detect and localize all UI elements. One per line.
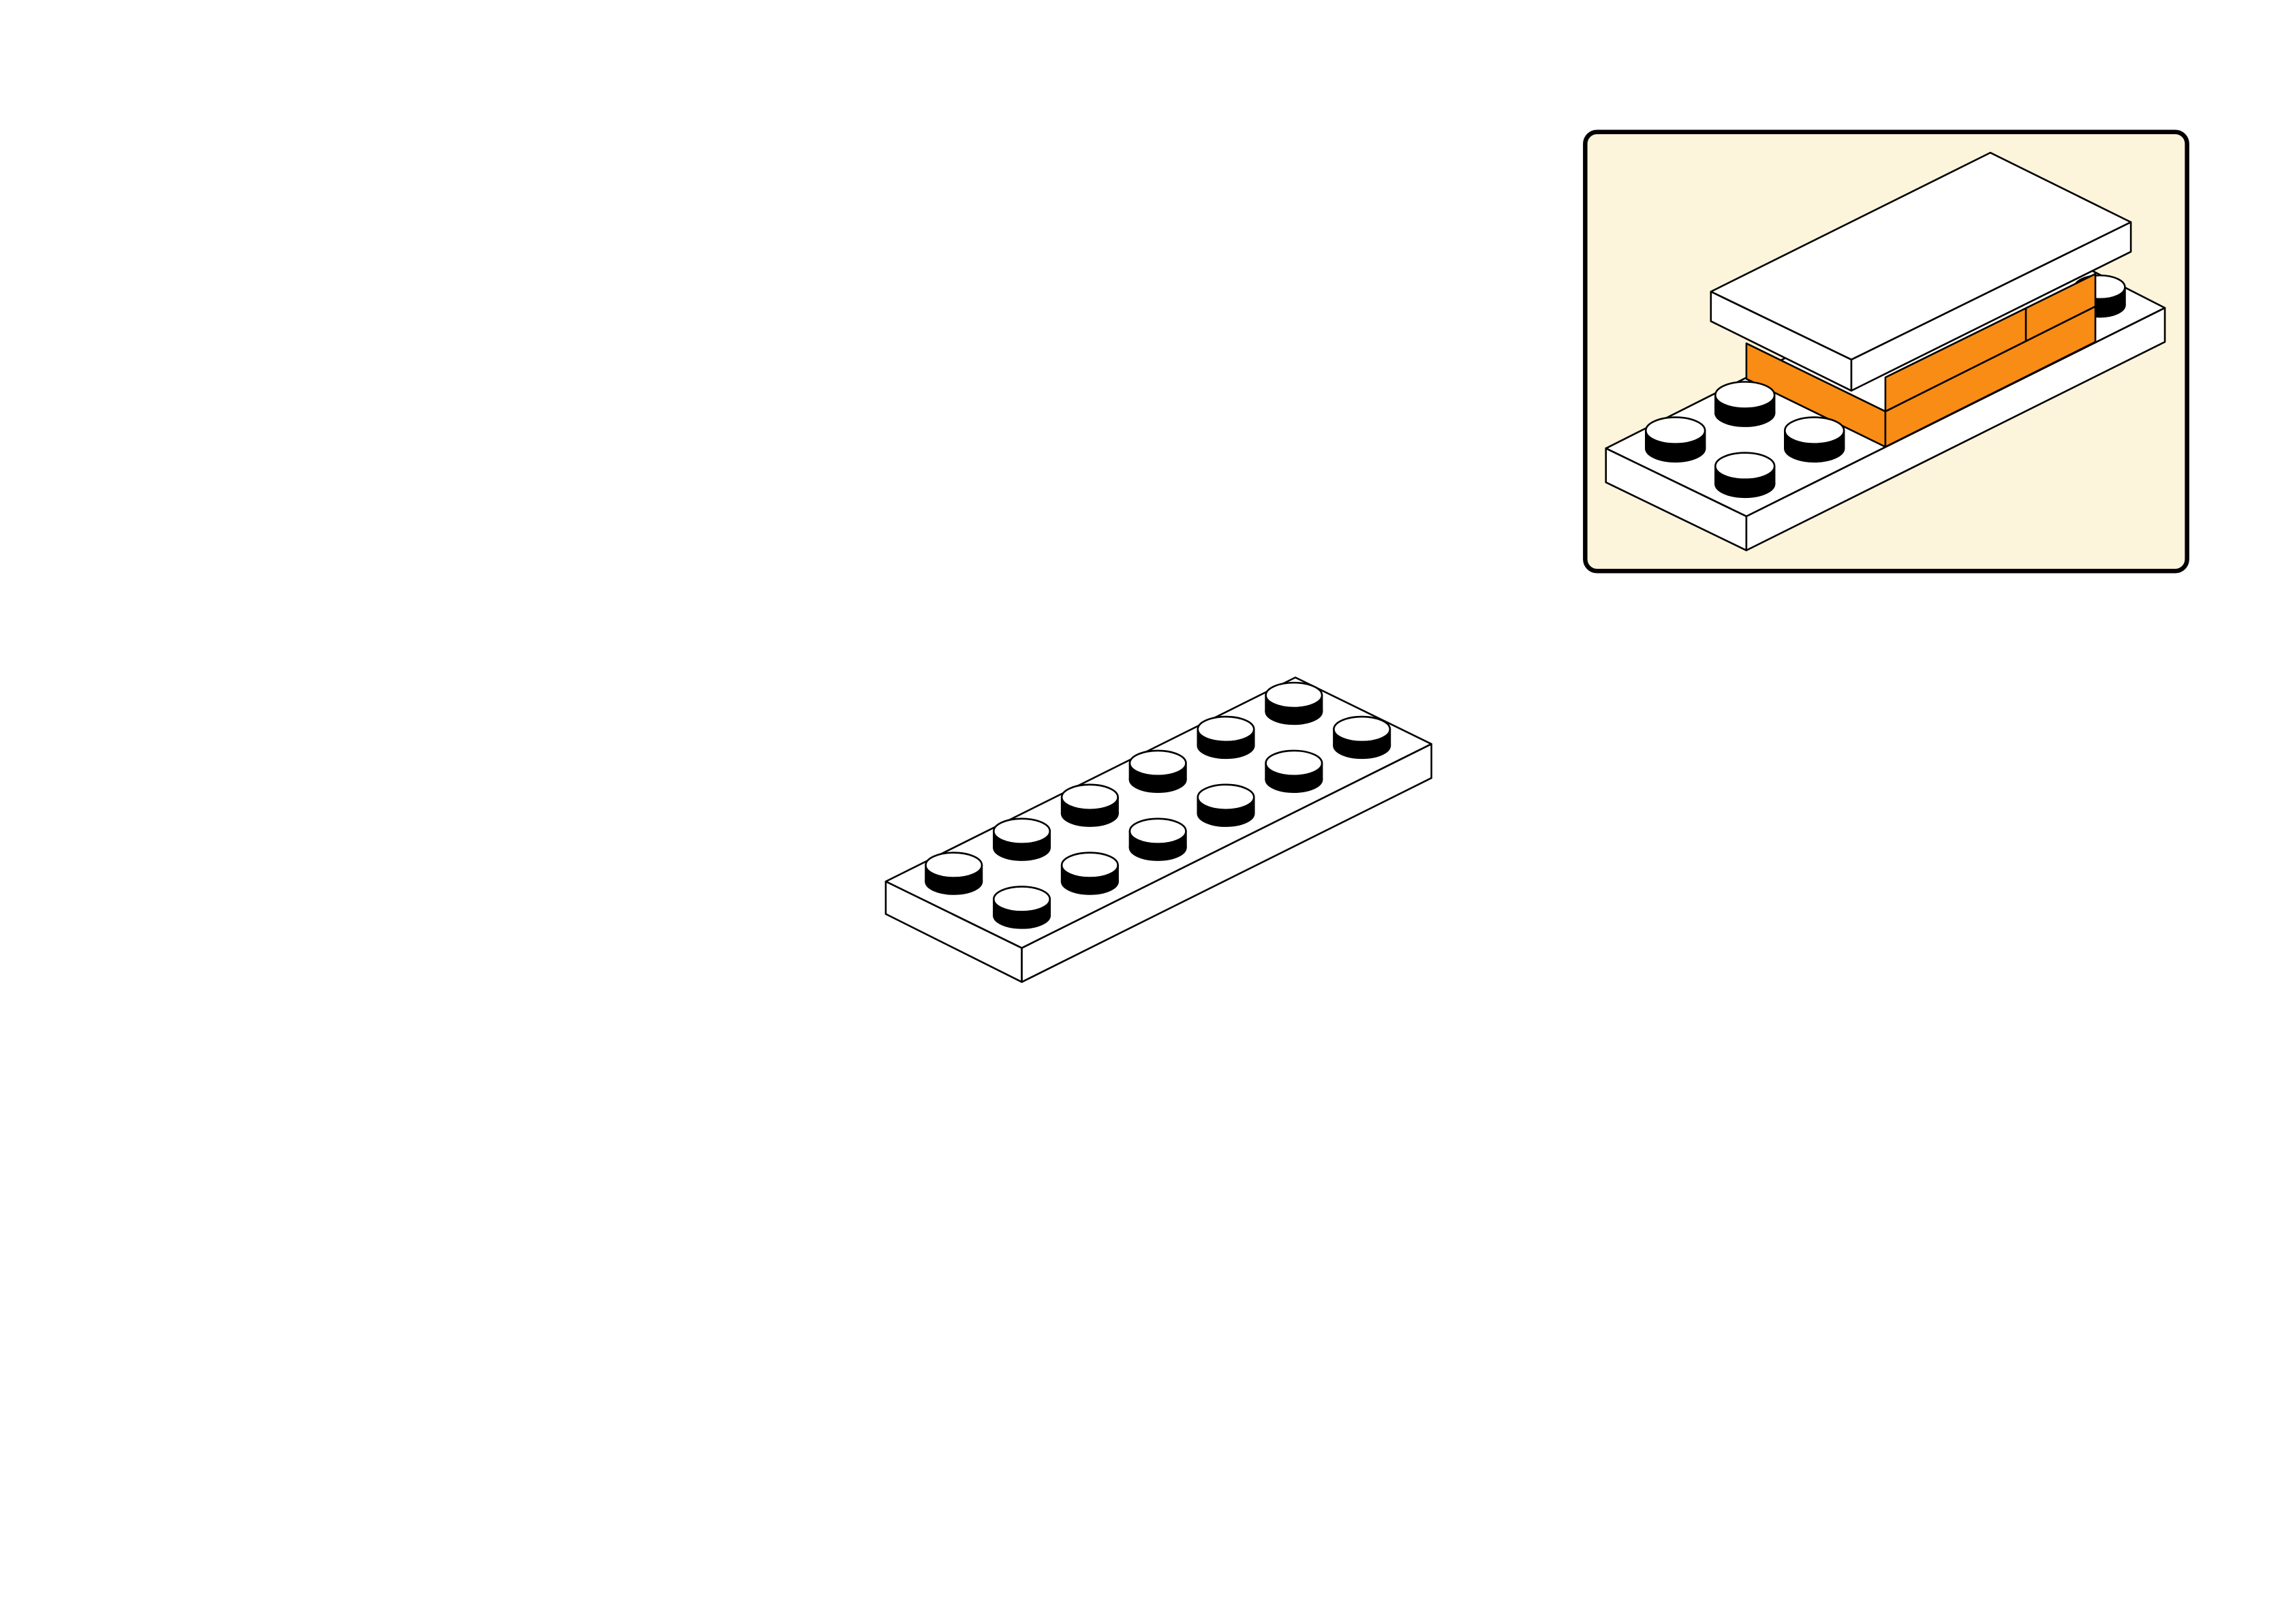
- tile-side: [1850, 221, 2132, 392]
- stud: [925, 852, 983, 895]
- callout-box: [1583, 129, 2189, 574]
- stud: [1333, 715, 1391, 760]
- plate-side-face: [1021, 743, 1432, 983]
- stud: [1645, 416, 1706, 463]
- stud: [1197, 715, 1255, 760]
- stud: [993, 886, 1051, 929]
- stud: [1128, 817, 1187, 861]
- main-plate-2x6: [884, 676, 1432, 983]
- main-plate-studs: [925, 681, 1391, 929]
- orange-bricks: [1745, 272, 2097, 448]
- stud: [1197, 783, 1255, 827]
- base-plate-studs: [1645, 381, 1845, 499]
- stud: [1714, 452, 1776, 499]
- stud: [1060, 783, 1119, 827]
- stud: [1714, 381, 1776, 427]
- stud: [1128, 749, 1187, 794]
- stud: [1265, 681, 1323, 725]
- stud: [1265, 749, 1323, 794]
- stud: [1784, 416, 1845, 463]
- stud: [993, 817, 1051, 861]
- stud: [1060, 852, 1119, 895]
